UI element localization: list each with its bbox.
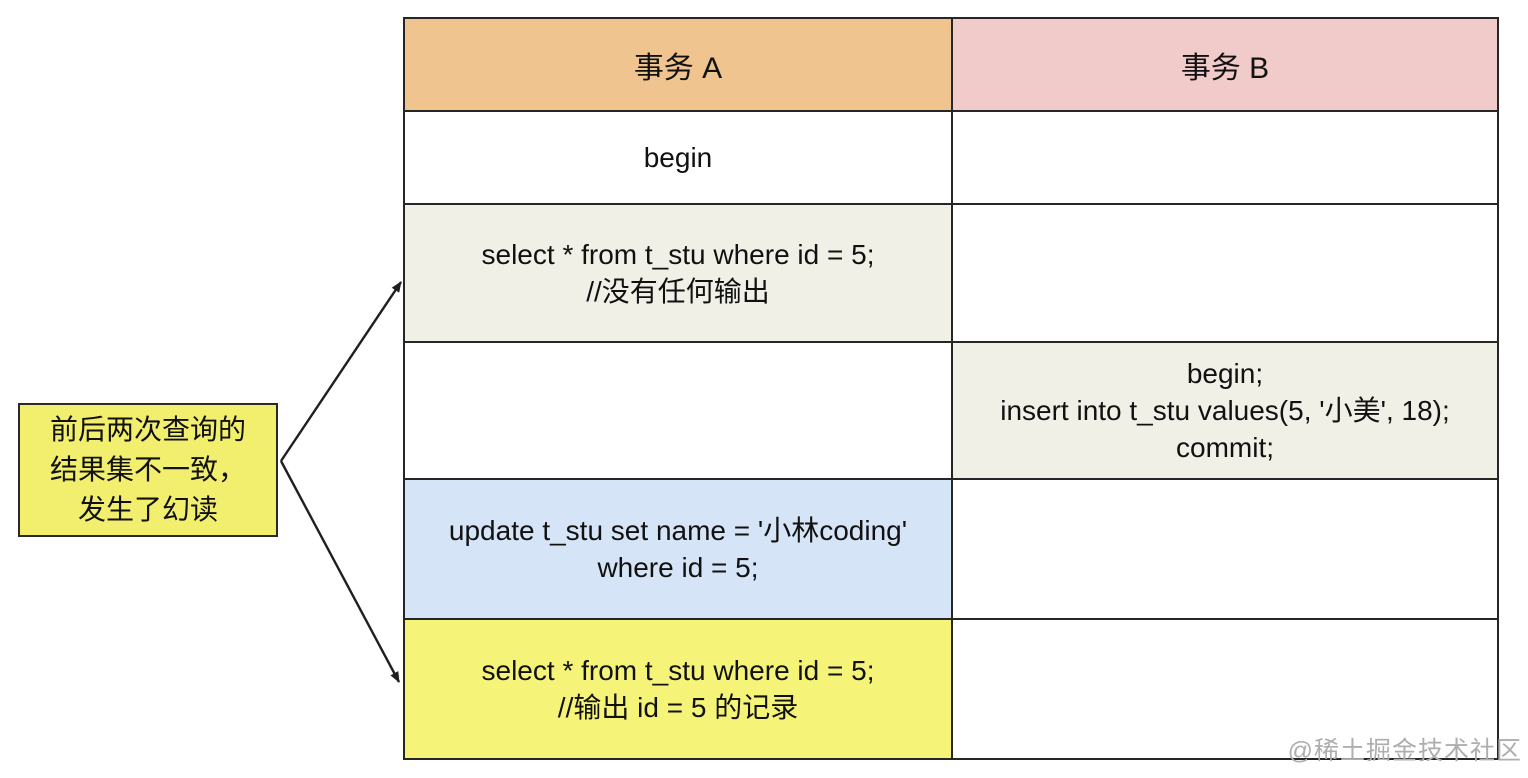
table-row-update: update t_stu set name = '小林coding' where… bbox=[403, 478, 1499, 620]
cell-b-empty-1 bbox=[951, 110, 1499, 205]
header-row: 事务 A 事务 B bbox=[403, 17, 1499, 112]
arrow-to-second-select bbox=[279, 460, 401, 683]
cell-b-empty-2 bbox=[951, 203, 1499, 343]
callout-line: 发生了幻读 bbox=[77, 494, 218, 525]
cell-b-empty-4 bbox=[951, 618, 1499, 760]
cell-a-first-select: select * from t_stu where id = 5; //没有任何… bbox=[403, 203, 953, 343]
callout-line: 前后两次查询的 bbox=[49, 414, 246, 445]
table-row-first-select: select * from t_stu where id = 5; //没有任何… bbox=[403, 203, 1499, 343]
cell-a-begin: begin bbox=[403, 110, 953, 205]
table-row-begin: begin bbox=[403, 110, 1499, 205]
header-cell-transaction-a: 事务 A bbox=[403, 17, 953, 112]
watermark: @稀土掘金技术社区 bbox=[1287, 737, 1522, 765]
table-row-insert: begin; insert into t_stu values(5, '小美',… bbox=[403, 341, 1499, 480]
callout-line: 结果集不一致， bbox=[49, 454, 246, 485]
transaction-table: 事务 A 事务 B begin select * from t_stu wher… bbox=[403, 17, 1499, 760]
cell-a-update: update t_stu set name = '小林coding' where… bbox=[403, 478, 953, 620]
table-row-second-select: select * from t_stu where id = 5; //输出 i… bbox=[403, 618, 1499, 760]
phantom-read-callout: 前后两次查询的 结果集不一致， 发生了幻读 bbox=[18, 403, 278, 537]
header-cell-transaction-b: 事务 B bbox=[951, 17, 1499, 112]
arrow-to-first-select bbox=[280, 281, 402, 462]
cell-a-empty bbox=[403, 341, 953, 480]
cell-b-insert-commit: begin; insert into t_stu values(5, '小美',… bbox=[951, 341, 1499, 480]
cell-b-empty-3 bbox=[951, 478, 1499, 620]
cell-a-second-select: select * from t_stu where id = 5; //输出 i… bbox=[403, 618, 953, 760]
